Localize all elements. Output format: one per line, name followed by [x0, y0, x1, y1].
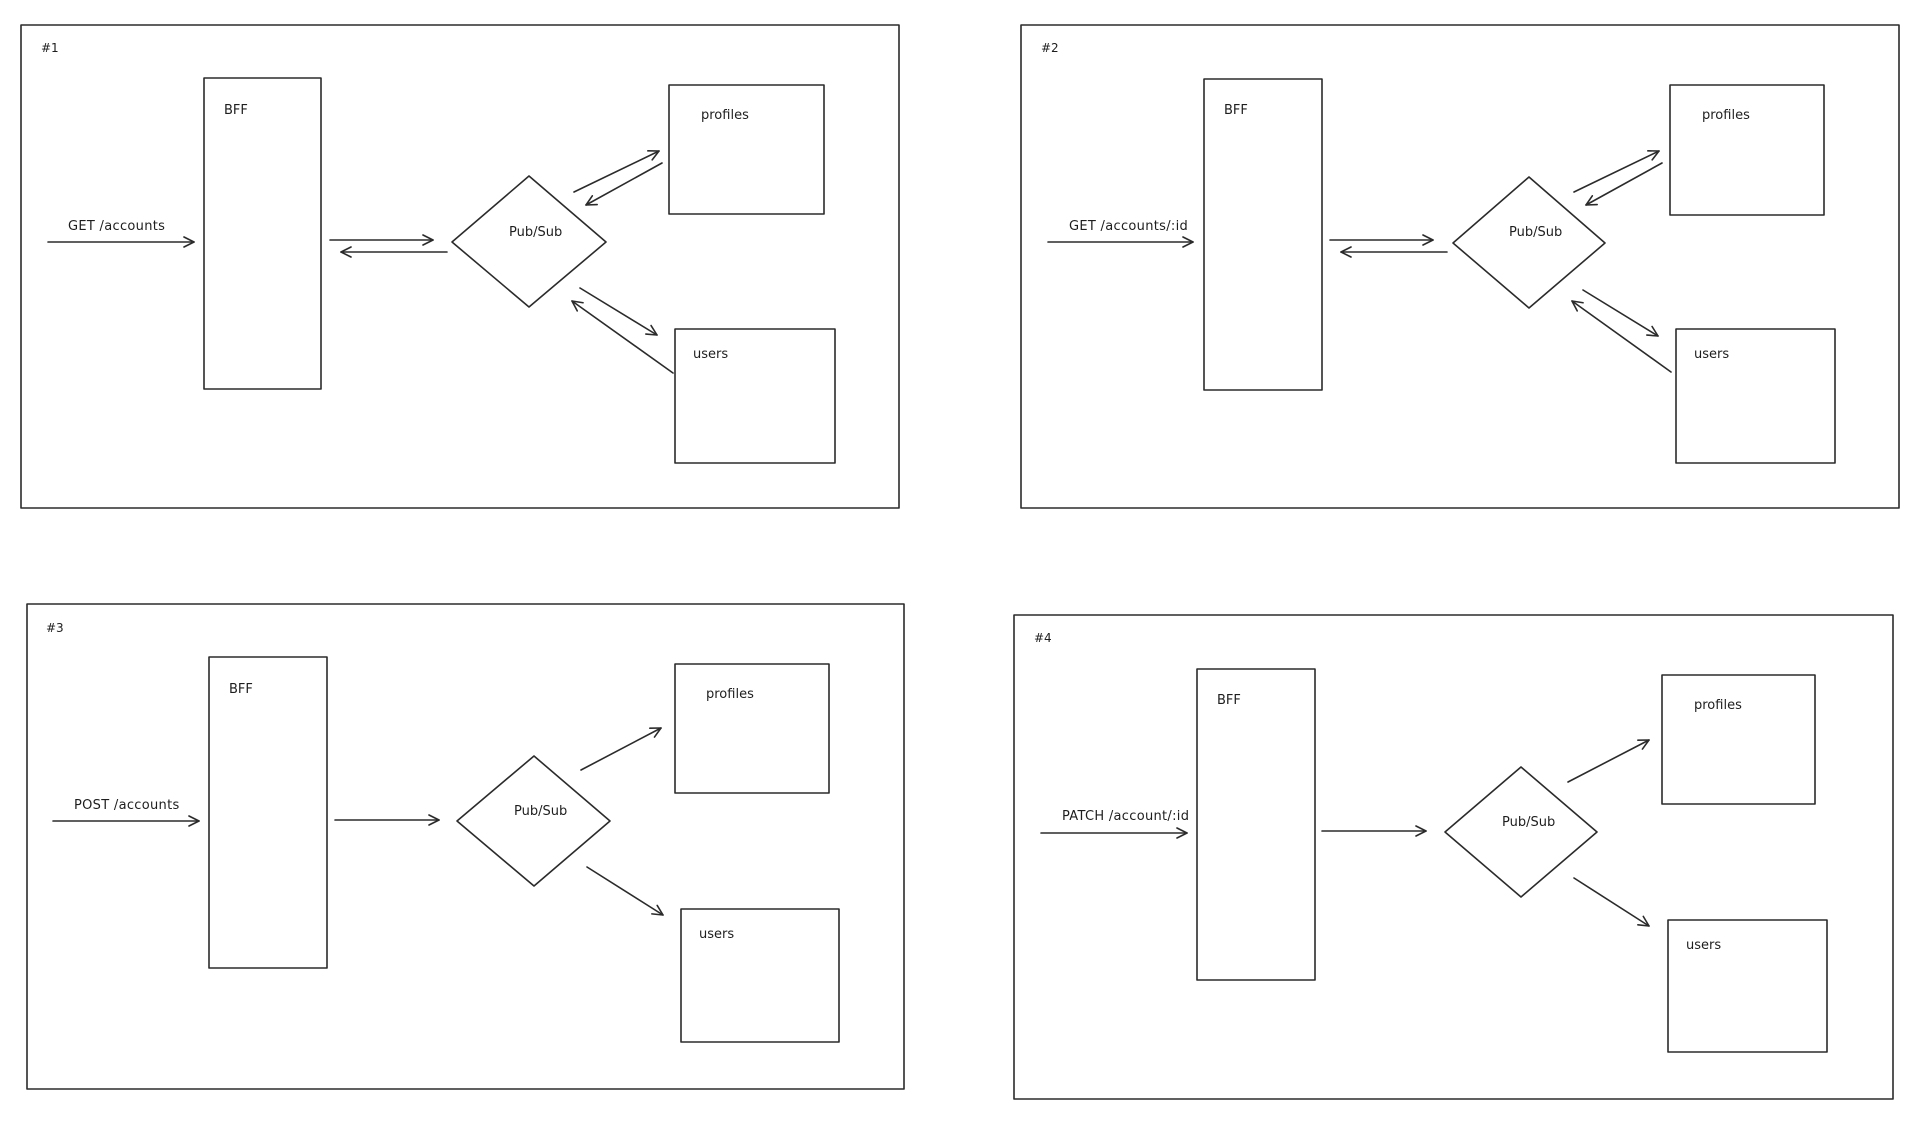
- pubsub-to-users-arrow: [586, 866, 664, 916]
- profiles-label: profiles: [706, 687, 754, 702]
- pubsub-to-users-arrow: [1582, 289, 1659, 337]
- endpoint-label: POST /accounts: [74, 798, 180, 813]
- profiles-label: profiles: [1702, 108, 1750, 123]
- bff-label: BFF: [224, 103, 248, 118]
- users-box: [1667, 919, 1828, 1053]
- users-to-pubsub-arrow: [571, 300, 674, 374]
- diagram-3: #3 POST /accounts BFF Pub/Sub profiles u…: [26, 603, 905, 1090]
- pubsub-label: Pub/Sub: [1509, 225, 1562, 240]
- pubsub-to-profiles-arrow: [573, 150, 660, 193]
- diagram-2: #2 GET /accounts/:id BFF Pub/Sub profile…: [1020, 24, 1900, 509]
- pubsub-diamond: [1444, 766, 1598, 898]
- bff-box: [1203, 78, 1323, 391]
- pubsub-label: Pub/Sub: [509, 225, 562, 240]
- bff-box: [208, 656, 328, 969]
- diagram-4: #4 PATCH /account/:id BFF Pub/Sub profil…: [1013, 614, 1894, 1100]
- pubsub-to-profiles-arrow: [1573, 150, 1660, 193]
- pubsub-diamond: [1452, 176, 1606, 309]
- diagram-number: #2: [1041, 41, 1059, 55]
- pubsub-to-profiles-arrow: [580, 727, 662, 771]
- profiles-to-pubsub-arrow: [1585, 162, 1663, 206]
- endpoint-label: GET /accounts/:id: [1069, 219, 1188, 234]
- pubsub-to-users-arrow: [1573, 877, 1650, 927]
- users-box: [680, 908, 840, 1043]
- profiles-label: profiles: [1694, 698, 1742, 713]
- pubsub-diamond: [451, 175, 607, 308]
- endpoint-label: GET /accounts: [68, 219, 165, 234]
- users-box: [1675, 328, 1836, 464]
- pubsub-diamond: [456, 755, 611, 887]
- diagram-frame: [20, 24, 900, 509]
- diagram-frame: [26, 603, 905, 1090]
- pubsub-label: Pub/Sub: [1502, 815, 1555, 830]
- users-label: users: [1686, 938, 1721, 953]
- pubsub-to-users-arrow: [579, 287, 658, 336]
- diagram-frame: [1020, 24, 1900, 509]
- profiles-box: [674, 663, 830, 794]
- diagram-number: #4: [1034, 631, 1052, 645]
- bff-label: BFF: [1217, 693, 1241, 708]
- profiles-box: [1661, 674, 1816, 805]
- diagram-frame: [1013, 614, 1894, 1100]
- diagram-1: #1 GET /accounts BFF Pub/Sub profiles us…: [20, 24, 900, 509]
- pubsub-to-profiles-arrow: [1567, 739, 1650, 783]
- bff-label: BFF: [1224, 103, 1248, 118]
- bff-box: [1196, 668, 1316, 981]
- endpoint-label: PATCH /account/:id: [1062, 809, 1189, 824]
- diagram-number: #1: [41, 41, 59, 55]
- profiles-box: [668, 84, 825, 215]
- users-label: users: [693, 347, 728, 362]
- diagram-number: #3: [46, 621, 64, 635]
- users-to-pubsub-arrow: [1571, 300, 1672, 373]
- profiles-to-pubsub-arrow: [585, 162, 663, 206]
- users-label: users: [1694, 347, 1729, 362]
- profiles-box: [1669, 84, 1825, 216]
- bff-label: BFF: [229, 682, 253, 697]
- users-box: [674, 328, 836, 464]
- bff-box: [203, 77, 322, 390]
- users-label: users: [699, 927, 734, 942]
- pubsub-label: Pub/Sub: [514, 804, 567, 819]
- profiles-label: profiles: [701, 108, 749, 123]
